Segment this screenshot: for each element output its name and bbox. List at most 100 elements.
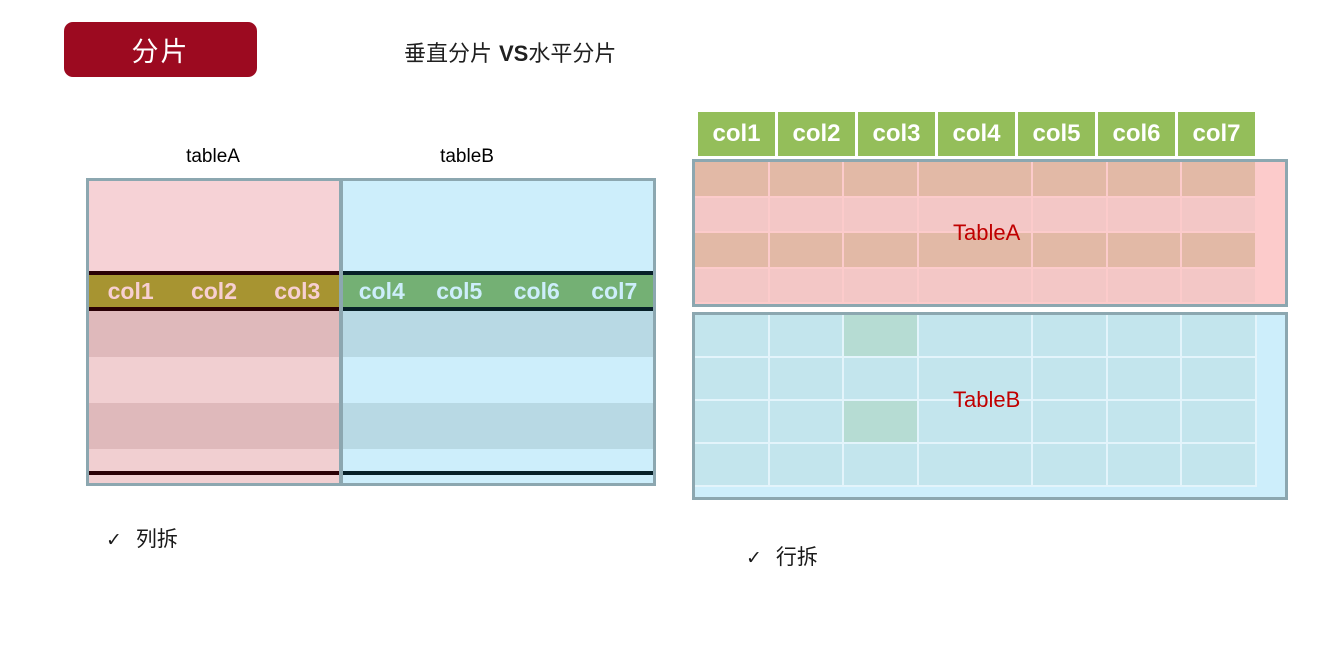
table-column xyxy=(1107,162,1183,304)
vertical-table-a-col-2: col2 xyxy=(190,277,237,304)
table-cell xyxy=(695,268,768,304)
table-cell xyxy=(1032,268,1106,304)
vertical-table-b-col-4: col4 xyxy=(358,277,405,304)
table-cell xyxy=(769,233,843,269)
horizontal-col-7: col7 xyxy=(1178,112,1255,156)
table-cell xyxy=(769,268,843,304)
vertical-table-b-col-6: col6 xyxy=(513,277,560,304)
vertical-sharding-bullet-label: 列拆 xyxy=(135,527,178,551)
table-column xyxy=(919,315,1033,487)
table-cell-highlighted xyxy=(844,401,918,444)
table-cell xyxy=(919,268,1031,304)
vertical-table-b-rows xyxy=(343,311,653,483)
table-cell xyxy=(1032,162,1106,198)
table-cell xyxy=(1182,401,1255,444)
slide-subtitle-vs: VS xyxy=(499,41,529,66)
vertical-table-a-caption: tableA xyxy=(186,146,240,167)
table-column xyxy=(919,162,1033,304)
table-cell xyxy=(769,401,843,444)
slide-subtitle: 垂直分片 VS水平分片 xyxy=(404,36,616,68)
table-cell xyxy=(844,268,918,304)
horizontal-sharding-bullet: ✓行拆 xyxy=(746,541,818,571)
check-icon: ✓ xyxy=(106,529,122,551)
table-cell xyxy=(1182,233,1255,269)
vertical-table-b-header-row: col4 col5 col6 col7 xyxy=(343,271,653,311)
slide-badge: 分片 xyxy=(64,22,257,77)
table-cell xyxy=(844,358,918,401)
table-cell xyxy=(695,233,768,269)
table-cell xyxy=(769,444,843,487)
table-column xyxy=(769,162,845,304)
table-cell xyxy=(844,444,918,487)
table-cell xyxy=(919,197,1031,233)
table-cell xyxy=(695,358,768,401)
table-cell xyxy=(1182,268,1255,304)
table-cell xyxy=(1032,197,1106,233)
vertical-table-a-rows xyxy=(89,311,339,483)
table-cell xyxy=(844,233,918,269)
table-cell xyxy=(1107,233,1181,269)
horizontal-table-b-box: TableB xyxy=(692,312,1288,500)
slide-subtitle-prefix: 垂直分片 xyxy=(404,42,499,67)
horizontal-table-b-label: TableB xyxy=(953,387,1021,412)
check-icon: ✓ xyxy=(746,547,762,569)
table-cell xyxy=(1107,444,1181,487)
slide-badge-label: 分片 xyxy=(131,37,190,68)
vertical-table-a-baseline xyxy=(89,471,339,475)
horizontal-col-2: col2 xyxy=(778,112,855,156)
table-row xyxy=(343,311,653,357)
table-cell-highlighted xyxy=(844,315,918,358)
table-cell xyxy=(1182,162,1255,198)
table-column xyxy=(1032,162,1108,304)
table-cell xyxy=(695,401,768,444)
table-cell xyxy=(1032,358,1106,401)
horizontal-col-1: col1 xyxy=(698,112,775,156)
horizontal-col-5: col5 xyxy=(1018,112,1095,156)
table-cell xyxy=(1107,162,1181,198)
table-row xyxy=(343,449,653,483)
table-column xyxy=(844,162,920,304)
table-column-highlighted xyxy=(844,315,920,487)
table-row xyxy=(343,357,653,403)
vertical-table-b-top-block xyxy=(343,181,653,271)
table-cell xyxy=(1182,315,1255,358)
table-cell xyxy=(695,315,768,358)
table-row xyxy=(89,449,339,483)
vertical-sharding-bullet: ✓ 列拆 xyxy=(106,523,178,553)
table-cell xyxy=(1107,358,1181,401)
vertical-table-b-baseline xyxy=(343,471,653,475)
vertical-table-b-col-7: col7 xyxy=(591,277,638,304)
vertical-table-b-col-5: col5 xyxy=(436,277,483,304)
vertical-table-a-box: col1 col2 col3 xyxy=(86,178,342,486)
table-cell xyxy=(1107,401,1181,444)
horizontal-table-a-box: TableA xyxy=(692,159,1288,307)
table-cell xyxy=(1032,233,1106,269)
table-column xyxy=(695,315,770,487)
table-cell xyxy=(1032,444,1106,487)
slide-subtitle-suffix: 水平分片 xyxy=(528,42,617,67)
table-cell xyxy=(1107,197,1181,233)
vertical-sharding-diagram: tableA tableB col1 col2 col3 col4 col5 c… xyxy=(86,146,656,486)
table-column xyxy=(769,315,845,487)
table-cell xyxy=(695,197,768,233)
table-column xyxy=(1032,315,1108,487)
table-cell xyxy=(844,197,918,233)
vertical-table-b-caption: tableB xyxy=(440,146,494,167)
table-cell xyxy=(844,162,918,198)
horizontal-col-4: col4 xyxy=(938,112,1015,156)
table-row xyxy=(343,403,653,449)
table-cell xyxy=(919,233,1031,269)
table-column xyxy=(1182,315,1257,487)
table-cell xyxy=(769,162,843,198)
horizontal-table-a-grid xyxy=(695,162,1257,304)
table-column xyxy=(1182,162,1257,304)
table-cell xyxy=(919,401,1031,444)
vertical-table-a-col-1: col1 xyxy=(107,277,154,304)
table-column xyxy=(695,162,770,304)
horizontal-col-6: col6 xyxy=(1098,112,1175,156)
horizontal-sharding-diagram: col1 col2 col3 col4 col5 col6 col7 xyxy=(692,112,1288,500)
table-cell xyxy=(1182,358,1255,401)
vertical-table-b-box: col4 col5 col6 col7 xyxy=(340,178,656,486)
table-cell xyxy=(695,162,768,198)
table-cell xyxy=(919,358,1031,401)
